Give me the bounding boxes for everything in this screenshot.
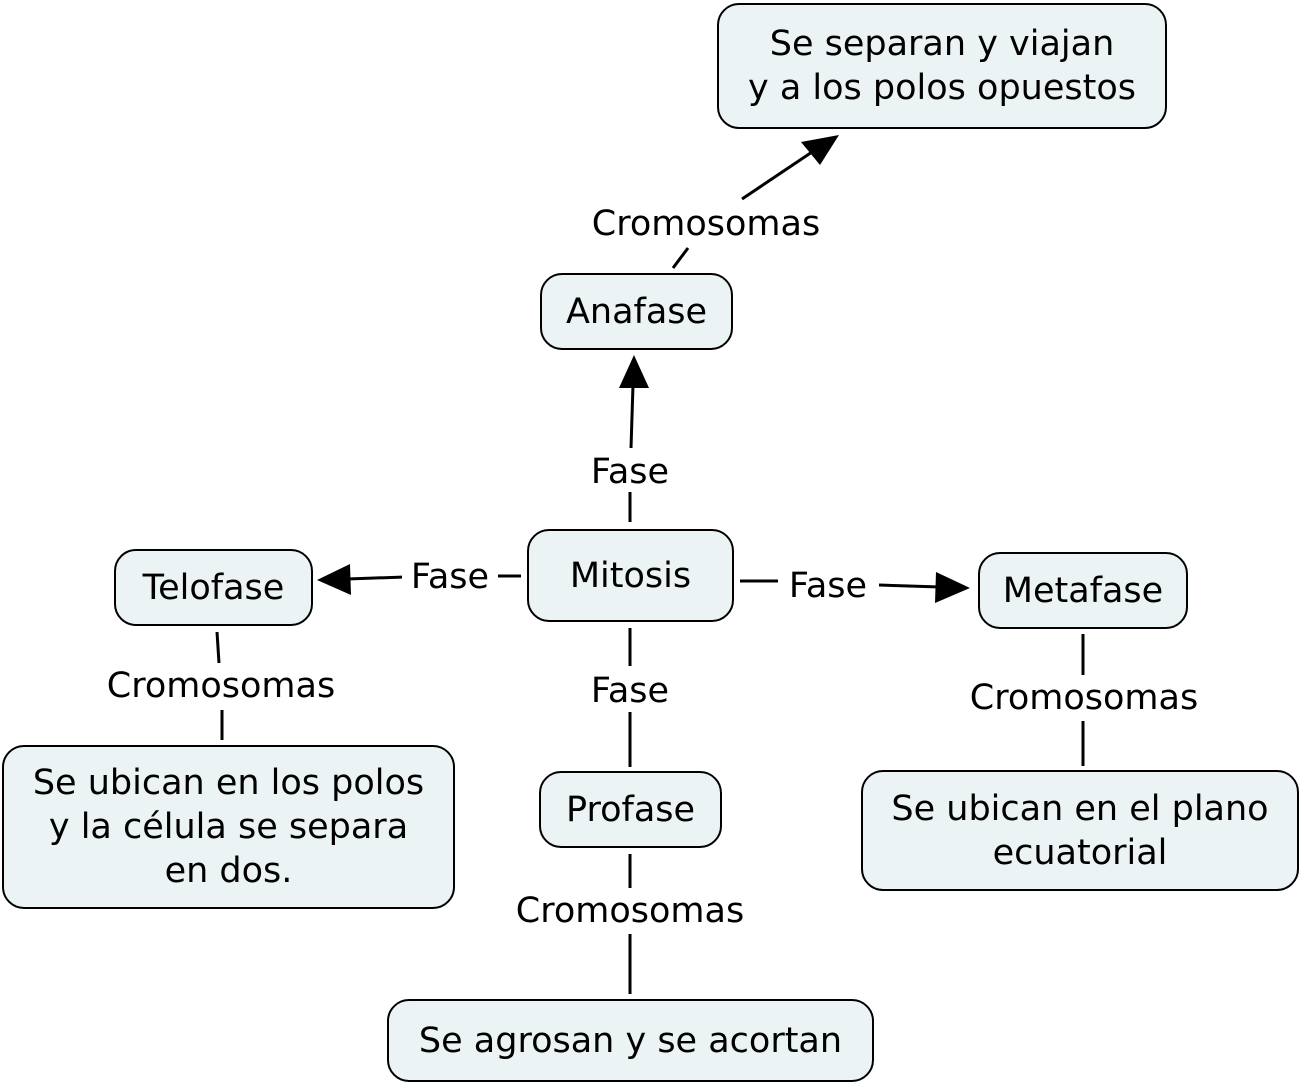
node-telofase-description-text: Se ubican en los polos y la célula se se… xyxy=(32,763,425,891)
node-mitosis-label: Mitosis xyxy=(569,555,692,596)
node-anafase-label: Anafase xyxy=(565,291,708,332)
link-label-cromosomas-telofase: Cromosomas xyxy=(97,665,345,707)
arrowhead-right-icon xyxy=(935,572,970,603)
connector-telofase-cromosomas xyxy=(215,631,221,664)
node-metafase[interactable]: Metafase xyxy=(978,552,1188,629)
node-profase[interactable]: Profase xyxy=(539,771,722,848)
node-anafase-description[interactable]: Se separan y viajan y a los polos opuest… xyxy=(717,3,1167,129)
link-label-cromosomas-anafase: Cromosomas xyxy=(582,203,830,245)
arrowhead-left-icon xyxy=(317,564,351,595)
node-telofase-description[interactable]: Se ubican en los polos y la célula se se… xyxy=(2,745,455,909)
node-telofase-label: Telofase xyxy=(142,567,285,608)
node-metafase-description-text: Se ubican en el plano ecuatorial xyxy=(891,788,1269,873)
link-label-fase-profase: Fase xyxy=(580,670,680,712)
node-metafase-description[interactable]: Se ubican en el plano ecuatorial xyxy=(861,770,1299,891)
node-profase-label: Profase xyxy=(565,789,696,830)
connector-fase-telofase xyxy=(346,575,406,581)
connector-fase-anafase xyxy=(629,384,635,449)
connector-cromosomas-anafase-desc xyxy=(741,148,816,201)
node-telofase[interactable]: Telofase xyxy=(114,549,313,626)
node-mitosis[interactable]: Mitosis xyxy=(527,529,734,622)
link-label-cromosomas-profase: Cromosomas xyxy=(506,890,754,932)
link-label-fase-metafase: Fase xyxy=(780,565,876,607)
link-label-fase-telofase: Fase xyxy=(402,556,498,598)
node-profase-description-text: Se agrosan y se acortan xyxy=(418,1020,843,1061)
node-anafase-description-text: Se separan y viajan y a los polos opuest… xyxy=(748,24,1136,108)
connector-anafase-cromosomas xyxy=(671,247,690,269)
node-anafase[interactable]: Anafase xyxy=(540,273,733,350)
node-metafase-label: Metafase xyxy=(1002,570,1164,611)
arrowhead-up-icon xyxy=(619,355,649,388)
arrowhead-up-right-icon xyxy=(801,135,839,165)
node-profase-description[interactable]: Se agrosan y se acortan xyxy=(387,999,874,1082)
link-label-cromosomas-metafase: Cromosomas xyxy=(960,677,1208,719)
connector-fase-metafase xyxy=(878,583,941,589)
link-label-fase-anafase: Fase xyxy=(580,452,680,492)
